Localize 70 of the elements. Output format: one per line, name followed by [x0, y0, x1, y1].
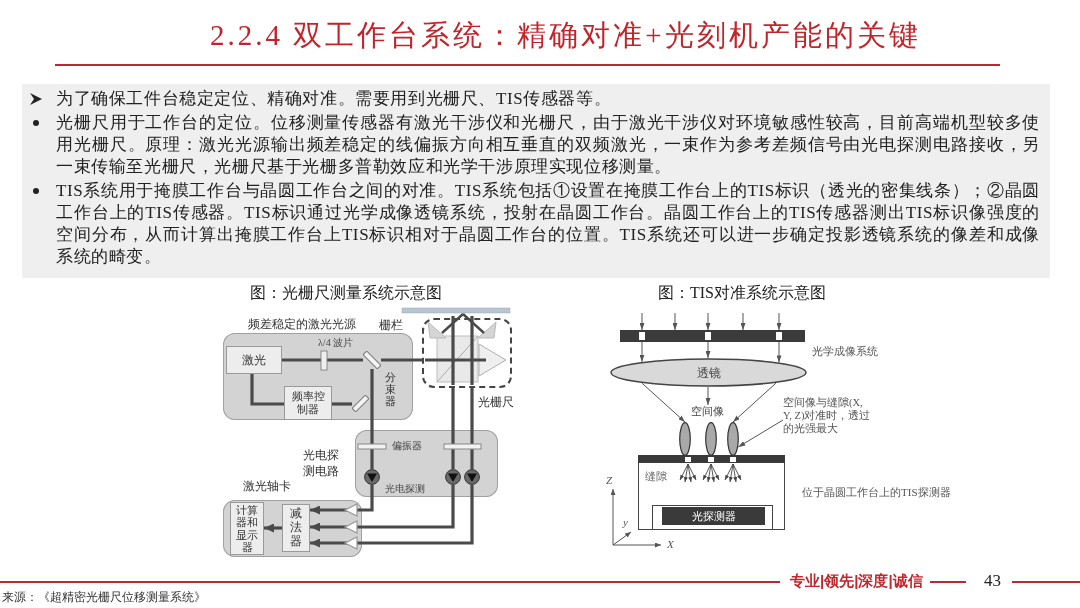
arrow	[732, 382, 777, 423]
lens-ellipse	[610, 358, 807, 387]
arrow	[639, 341, 645, 363]
photodetector-symbol	[364, 469, 380, 485]
component-label: 空间像	[691, 405, 725, 418]
connector-line	[470, 388, 474, 469]
arrow	[705, 386, 711, 406]
connector-line	[370, 369, 374, 469]
aerial-image-ellipse	[705, 422, 717, 456]
arrow	[740, 312, 746, 331]
lens-label: 透镜	[696, 364, 721, 382]
axis-label: X	[667, 538, 674, 551]
arrow	[310, 485, 474, 548]
group-label: 频差稳定的激光光源	[248, 317, 356, 331]
figure-title: 图：TIS对准系统示意图	[658, 283, 826, 303]
arrow	[641, 382, 686, 423]
arrow	[672, 312, 678, 331]
connector-line	[282, 358, 363, 362]
arrow	[639, 312, 645, 331]
connector-line	[250, 374, 284, 406]
page-number: 43	[984, 571, 1001, 591]
arrow	[705, 341, 711, 359]
component-label: 光电探测	[385, 483, 425, 495]
component-label: 偏振器	[392, 440, 422, 452]
aerial-image-ellipse	[679, 422, 691, 456]
mask-bar	[620, 330, 805, 342]
aerial-image-ellipse	[727, 422, 739, 456]
connector-line	[381, 358, 422, 362]
axis-label: Z	[606, 474, 613, 487]
photodetector-symbol	[445, 469, 461, 485]
arrow	[737, 419, 784, 448]
annotation-text: 空间像与缝隙(X, Y, Z)对准时，透过的光强最大	[783, 396, 872, 436]
bullet-text: TIS系统用于掩膜工作台与晶圆工作台之间的对准。TIS系统包括①设置在掩膜工作台上的TIS标识（透光的密集线条）；②晶圆工作台上的TIS传感器。TIS标识通过光学成像透镜系统，投射在晶圆工作台。晶圆工作台上的TIS传感器测出TIS标识像强度的空间分布，从而计算出掩膜工作台上TIS标识相对于晶圆工作台的位置。TIS系统还可以进一步确定投影透镜系统的像差和成像系统的畸变。	[56, 180, 1040, 268]
bullet-text: 为了确保工件台稳定定位、精确对准。需要用到光栅尺、TIS传感器等。	[56, 88, 613, 110]
axis-label: y	[623, 516, 628, 529]
connector-line	[451, 388, 455, 469]
group-label: 激光轴卡	[243, 479, 291, 493]
component-label: 栅栏	[379, 318, 403, 332]
slogan-text: 专业|领先|深度|诚信	[790, 572, 923, 590]
component-label: 分束器	[385, 371, 396, 408]
photodetector-symbol	[464, 469, 480, 485]
connector-line	[332, 402, 352, 406]
bullet-text: 光栅尺用于工作台的定位。位移测量传感器有激光干涉仪和光栅尺，由于激光干涉仪对环境敏感性较高，目前高端机型较多使用光栅尺。原理：激光光源输出频差稳定的线偏振方向相互垂直的双频激光，一束作为参考差频信号由光电探测电路接收，另一束传输至光栅尺，光栅尺基于光栅多普勒效应和光学干涉原理实现位移测量。	[56, 112, 1040, 178]
arrow	[776, 341, 782, 363]
group-label: 光栅尺	[478, 395, 514, 409]
sensor-box	[662, 507, 765, 525]
box-label: 光探测器	[691, 508, 736, 524]
box-label: 频率控制器	[291, 389, 325, 417]
component-box	[282, 504, 310, 552]
slit-label: 缝隙	[645, 470, 667, 483]
beam-splitter	[363, 351, 381, 369]
box-label: 减法器	[290, 507, 302, 549]
arrow	[264, 523, 282, 533]
page-title: 2.2.4 双工作台系统：精确对准+光刻机产能的关键	[210, 18, 921, 53]
source-note: 来源：《超精密光栅尺位移测量系统》	[2, 590, 206, 605]
component-box	[230, 502, 264, 555]
arrow	[705, 312, 711, 331]
arrow	[310, 485, 374, 515]
side-caption: 位于晶圆工作台上的TIS探测器	[802, 486, 951, 499]
figure-title: 图：光栅尺测量系统示意图	[250, 283, 442, 303]
component-box	[226, 346, 282, 374]
arrow	[776, 312, 782, 331]
group-label: 光电探测电路	[303, 448, 339, 480]
arrow	[310, 485, 455, 532]
box-label: 计算器和显示器	[236, 504, 258, 553]
component-box	[284, 386, 332, 420]
system-label: 光学成像系统	[812, 345, 878, 358]
box-label: 激光	[242, 352, 266, 369]
text-panel	[22, 84, 1050, 278]
component-label: λ/4 波片	[318, 337, 354, 349]
